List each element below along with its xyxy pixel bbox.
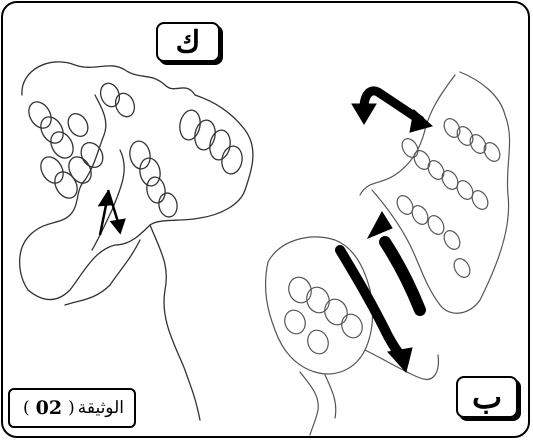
coil	[425, 158, 447, 182]
panel-k-outline	[22, 62, 253, 300]
caption-open-paren: (	[68, 398, 75, 418]
coil	[77, 139, 107, 172]
coil	[338, 311, 365, 340]
arrow-parallel-head	[368, 212, 392, 238]
coil	[411, 148, 433, 172]
coil	[441, 228, 463, 252]
arrow-up	[100, 205, 106, 235]
arrow-parallel	[385, 242, 420, 310]
coil	[112, 91, 137, 120]
panel-label-b: ب	[456, 376, 518, 418]
panel-b-tail	[300, 372, 318, 435]
coil	[304, 327, 331, 356]
coil	[220, 144, 245, 175]
panel-k-strand	[150, 225, 200, 420]
panel-k-strand-2	[65, 240, 140, 305]
coil	[145, 176, 167, 205]
panel-k-outline-2	[20, 95, 106, 290]
arrow-bend-tip	[410, 110, 432, 132]
arrow-bend-head	[352, 104, 376, 124]
coil	[281, 307, 308, 336]
panel-b-arrows	[340, 91, 432, 372]
arrow-down	[108, 190, 118, 222]
coil	[157, 192, 179, 219]
coil	[64, 153, 95, 187]
caption-close-paren: )	[23, 398, 30, 418]
arrow-down-head	[112, 220, 124, 232]
caption-number: 02	[36, 397, 62, 419]
panel-k-sketch	[20, 62, 253, 420]
coil	[321, 296, 351, 328]
coil	[64, 110, 92, 140]
coil	[451, 256, 473, 280]
coil	[481, 140, 503, 164]
document-caption: الوثيقة ( 02 )	[8, 388, 136, 428]
coil	[36, 113, 67, 147]
panel-b-outline	[372, 72, 510, 313]
panel-label-k: ك	[156, 22, 220, 62]
caption-word: الوثيقة	[78, 398, 124, 418]
coil	[24, 98, 55, 132]
coil	[399, 136, 421, 160]
panel-b-tail-2	[325, 375, 336, 418]
